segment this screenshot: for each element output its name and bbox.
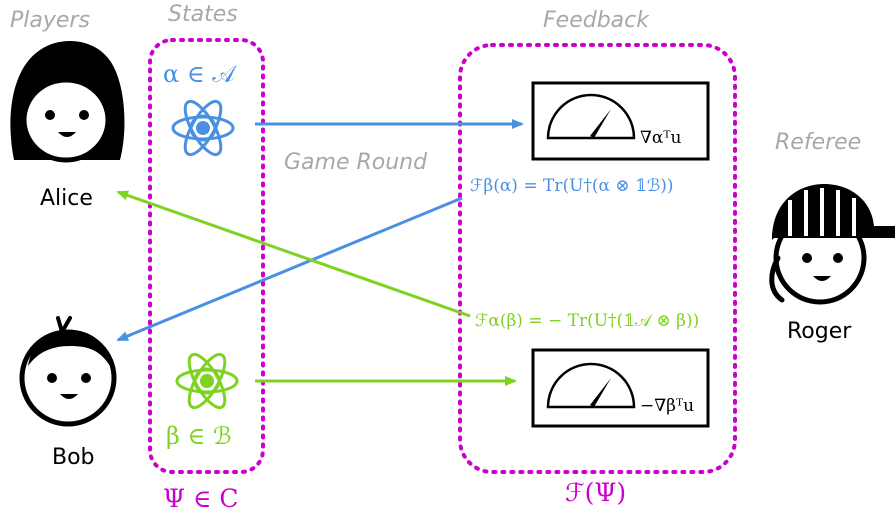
bob-name: Bob — [52, 445, 95, 470]
alice-feedback-formula: ℱβ(α) = Tr(U†(α ⊗ 𝟙ℬ)) — [470, 176, 674, 196]
alice-name: Alice — [40, 186, 93, 211]
beta-state-label: β ∈ ℬ — [166, 422, 232, 450]
alice-feedback-gauge — [531, 81, 710, 161]
feedback-function-label: ℱ(Ψ) — [565, 478, 627, 507]
psi-state-label: Ψ ∈ C — [163, 484, 239, 513]
bob-gauge-label: −∇βᵀu — [640, 396, 695, 416]
roger-avatar-icon — [769, 184, 895, 305]
feedback-to-bob-arrow — [116, 196, 463, 342]
referee-header: Referee — [775, 130, 862, 155]
feedback-header: Feedback — [543, 8, 649, 33]
states-container — [148, 38, 265, 474]
alpha-atom-icon — [171, 99, 235, 157]
players-header: Players — [10, 8, 90, 33]
alpha-state-label: α ∈ 𝒜 — [163, 60, 235, 88]
beta-atom-icon — [175, 352, 239, 410]
bob-avatar-icon — [19, 316, 117, 427]
alice-gauge-label: ∇αᵀu — [640, 128, 682, 148]
feedback-to-alice-arrow — [116, 190, 471, 318]
bob-feedback-gauge — [531, 348, 710, 428]
roger-name: Roger — [787, 319, 852, 344]
game-round-label: Game Round — [284, 150, 428, 175]
bob-feedback-formula: ℱα(β) = − Tr(U†(𝟙𝒜 ⊗ β)) — [475, 311, 700, 331]
states-header: States — [168, 2, 238, 27]
alice-avatar-icon — [10, 40, 125, 163]
feedback-container — [458, 43, 737, 474]
